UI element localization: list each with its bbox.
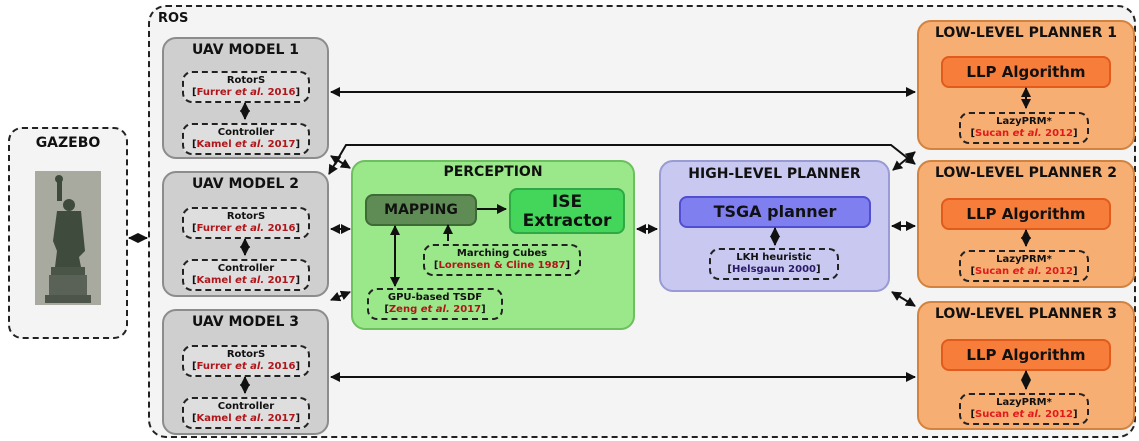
ros-label: ROS [158, 11, 189, 26]
uav-3-controller-box: Controller [Kamel et al. 2017] [182, 397, 310, 429]
uav-1-controller-box: Controller [Kamel et al. 2017] [182, 123, 310, 155]
tsdf-box: GPU-based TSDF [Zeng et al. 2017] [367, 288, 503, 320]
uav-2-controller-box: Controller [Kamel et al. 2017] [182, 259, 310, 291]
uav-1-rotors-box: RotorS [Furrer et al. 2016] [182, 71, 310, 103]
llp-3-title: LOW-LEVEL PLANNER 3 [934, 306, 1118, 322]
uav-3-rotors-citation: [Furrer et al. 2016] [191, 361, 301, 372]
llp-1-algorithm-label: LLP Algorithm [966, 63, 1086, 81]
perception-title: PERCEPTION [443, 164, 543, 180]
uav-3-rotors-box: RotorS [Furrer et al. 2016] [182, 345, 310, 377]
llp-2-title: LOW-LEVEL PLANNER 2 [934, 165, 1118, 181]
tsdf-citation: [Zeng et al. 2017] [384, 304, 486, 315]
uav-2-rotors-box: RotorS [Furrer et al. 2016] [182, 207, 310, 239]
tsga-planner-box: TSGA planner [679, 196, 871, 228]
uav-2-controller-citation: [Kamel et al. 2017] [191, 275, 301, 286]
uav-3-controller-label: Controller [217, 401, 275, 412]
ise-label-line2: Extractor [522, 211, 612, 231]
llp-1-algorithm-box: LLP Algorithm [941, 56, 1111, 88]
llp-2-lazyprm-box: LazyPRM* [Sucan et al. 2012] [959, 250, 1089, 282]
hlp-title: HIGH-LEVEL PLANNER [688, 166, 861, 182]
llp-1-title: LOW-LEVEL PLANNER 1 [934, 25, 1118, 41]
llp-3-algorithm-label: LLP Algorithm [966, 346, 1086, 364]
llp-3-algorithm-box: LLP Algorithm [941, 339, 1111, 371]
tsga-label: TSGA planner [713, 202, 837, 221]
mapping-box: MAPPING [365, 194, 477, 226]
llp-3-lazyprm-label: LazyPRM* [996, 397, 1052, 408]
llp-3-citation: [Sucan et al. 2012] [970, 409, 1078, 420]
low-level-planner-1: LOW-LEVEL PLANNER 1 LLP Algorithm LazyPR… [917, 20, 1135, 150]
gazebo-container: GAZEBO [8, 127, 128, 339]
marching-cubes-label: Marching Cubes [456, 248, 548, 259]
llp-2-algorithm-label: LLP Algorithm [966, 205, 1086, 223]
uav-model-1: UAV MODEL 1 RotorS [Furrer et al. 2016] … [162, 37, 329, 159]
llp-1-citation: [Sucan et al. 2012] [970, 128, 1078, 139]
llp-2-citation: [Sucan et al. 2012] [970, 266, 1078, 277]
llp-1-lazyprm-label: LazyPRM* [996, 116, 1052, 127]
uav-model-3-title: UAV MODEL 3 [191, 314, 300, 330]
statue-of-liberty-image [35, 171, 101, 305]
llp-3-lazyprm-box: LazyPRM* [Sucan et al. 2012] [959, 393, 1089, 425]
llp-2-lazyprm-label: LazyPRM* [996, 254, 1052, 265]
lkh-heuristic-box: LKH heuristic [Helsgaun 2000] [709, 248, 839, 280]
uav-model-1-title: UAV MODEL 1 [191, 42, 300, 58]
perception-block: PERCEPTION MAPPING ISE Extractor Marchin… [351, 160, 635, 330]
low-level-planner-2: LOW-LEVEL PLANNER 2 LLP Algorithm LazyPR… [917, 160, 1135, 288]
high-level-planner-block: HIGH-LEVEL PLANNER TSGA planner LKH heur… [659, 160, 890, 292]
llp-2-algorithm-box: LLP Algorithm [941, 198, 1111, 230]
uav-1-rotors-citation: [Furrer et al. 2016] [191, 87, 301, 98]
uav-model-2: UAV MODEL 2 RotorS [Furrer et al. 2016] … [162, 171, 329, 297]
uav-model-3: UAV MODEL 3 RotorS [Furrer et al. 2016] … [162, 309, 329, 435]
gazebo-label: GAZEBO [35, 135, 101, 151]
llp-1-lazyprm-box: LazyPRM* [Sucan et al. 2012] [959, 112, 1089, 144]
mapping-label: MAPPING [384, 202, 458, 218]
uav-2-controller-label: Controller [217, 263, 275, 274]
tsdf-label: GPU-based TSDF [387, 292, 483, 303]
ise-extractor-box: ISE Extractor [509, 188, 625, 234]
uav-2-rotors-citation: [Furrer et al. 2016] [191, 223, 301, 234]
statue-icon [35, 171, 101, 305]
uav-2-rotors-label: RotorS [226, 211, 266, 222]
uav-3-rotors-label: RotorS [226, 349, 266, 360]
lkh-label: LKH heuristic [736, 252, 812, 263]
uav-1-controller-label: Controller [217, 127, 275, 138]
low-level-planner-3: LOW-LEVEL PLANNER 3 LLP Algorithm LazyPR… [917, 301, 1135, 430]
uav-1-controller-citation: [Kamel et al. 2017] [191, 139, 301, 150]
marching-cubes-box: Marching Cubes [Lorensen & Cline 1987] [423, 244, 581, 276]
lkh-citation: [Helsgaun 2000] [727, 264, 821, 275]
ise-label-line1: ISE [551, 192, 583, 212]
uav-model-2-title: UAV MODEL 2 [191, 176, 300, 192]
marching-cubes-citation: [Lorensen & Cline 1987] [433, 260, 571, 271]
uav-1-rotors-label: RotorS [226, 75, 266, 86]
uav-3-controller-citation: [Kamel et al. 2017] [191, 413, 301, 424]
